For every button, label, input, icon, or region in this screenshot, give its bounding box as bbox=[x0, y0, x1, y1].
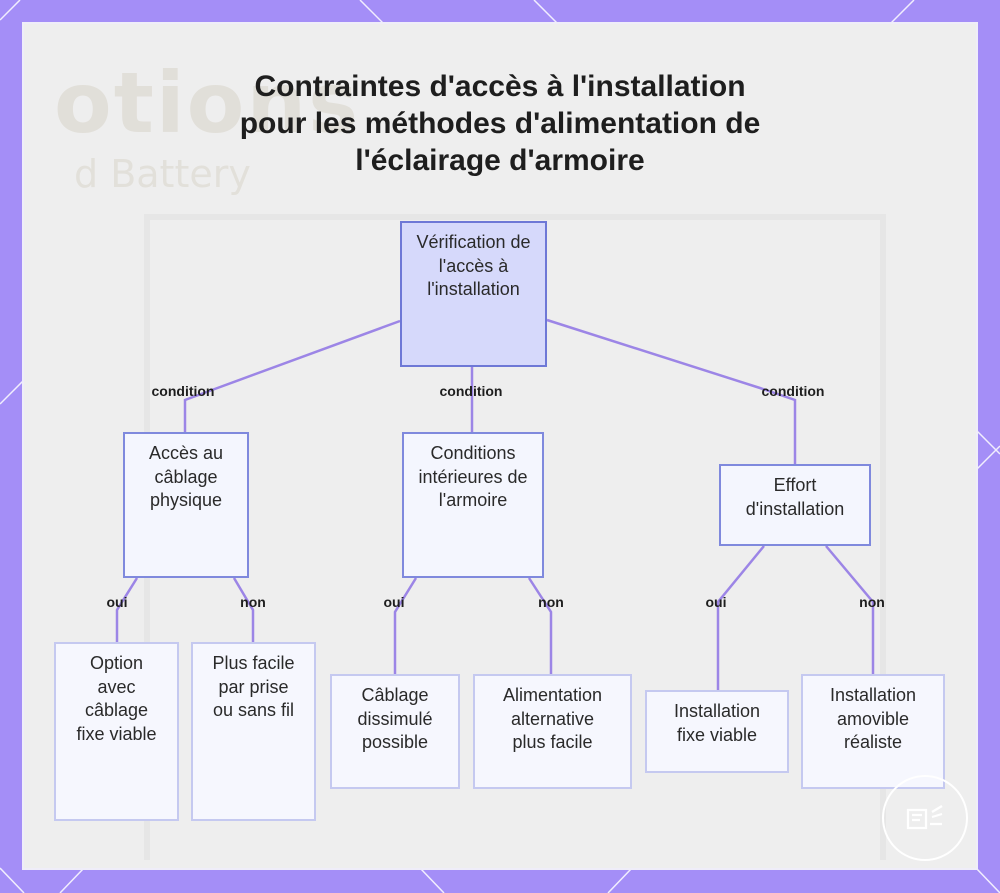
node-effort: Effort d'installation bbox=[719, 464, 871, 546]
edge-effort-non bbox=[826, 546, 873, 675]
edge-label-non-2: non bbox=[538, 594, 564, 610]
edge-label-oui-2: oui bbox=[384, 594, 405, 610]
node-root-label: Vérification de l'accès à l'installation bbox=[414, 231, 534, 302]
edge-label-condition-1: condition bbox=[152, 383, 215, 399]
node-plus-facile-prise: Plus facile par prise ou sans fil bbox=[191, 642, 316, 821]
edge-acces-non bbox=[234, 578, 253, 643]
edge-label-oui-3: oui bbox=[706, 594, 727, 610]
edge-conditions-non bbox=[529, 578, 551, 675]
edge-root-acces bbox=[185, 321, 400, 433]
edge-effort-oui bbox=[718, 546, 764, 691]
node-conditions-armoire: Conditions intérieures de l'armoire bbox=[402, 432, 544, 578]
node-installation-amovible: Installation amovible réaliste bbox=[801, 674, 945, 789]
node-option-cablage-label: Option avec câblage fixe viable bbox=[69, 652, 165, 746]
node-effort-label: Effort d'installation bbox=[730, 474, 860, 521]
node-alimentation-alternative: Alimentation alternative plus facile bbox=[473, 674, 632, 789]
node-alimentation-alternative-label: Alimentation alternative plus facile bbox=[493, 684, 613, 755]
edge-conditions-oui bbox=[395, 578, 416, 675]
node-acces-cablage: Accès au câblage physique bbox=[123, 432, 249, 578]
edge-label-non-1: non bbox=[240, 594, 266, 610]
edge-label-condition-2: condition bbox=[440, 383, 503, 399]
node-cablage-dissimule-label: Câblage dissimulé possible bbox=[345, 684, 445, 755]
node-option-cablage: Option avec câblage fixe viable bbox=[54, 642, 179, 821]
edge-acces-oui bbox=[117, 578, 137, 643]
node-cablage-dissimule: Câblage dissimulé possible bbox=[330, 674, 460, 789]
node-root: Vérification de l'accès à l'installation bbox=[400, 221, 547, 367]
node-installation-fixe-label: Installation fixe viable bbox=[662, 700, 772, 747]
lamp-icon bbox=[902, 798, 948, 838]
node-conditions-armoire-label: Conditions intérieures de l'armoire bbox=[418, 442, 528, 513]
node-plus-facile-prise-label: Plus facile par prise ou sans fil bbox=[209, 652, 299, 723]
edge-label-non-3: non bbox=[859, 594, 885, 610]
brand-logo bbox=[882, 775, 968, 861]
edge-label-condition-3: condition bbox=[762, 383, 825, 399]
node-installation-fixe: Installation fixe viable bbox=[645, 690, 789, 773]
edge-root-effort bbox=[547, 320, 795, 465]
edge-label-oui-1: oui bbox=[107, 594, 128, 610]
node-acces-cablage-label: Accès au câblage physique bbox=[138, 442, 234, 513]
node-installation-amovible-label: Installation amovible réaliste bbox=[818, 684, 928, 755]
